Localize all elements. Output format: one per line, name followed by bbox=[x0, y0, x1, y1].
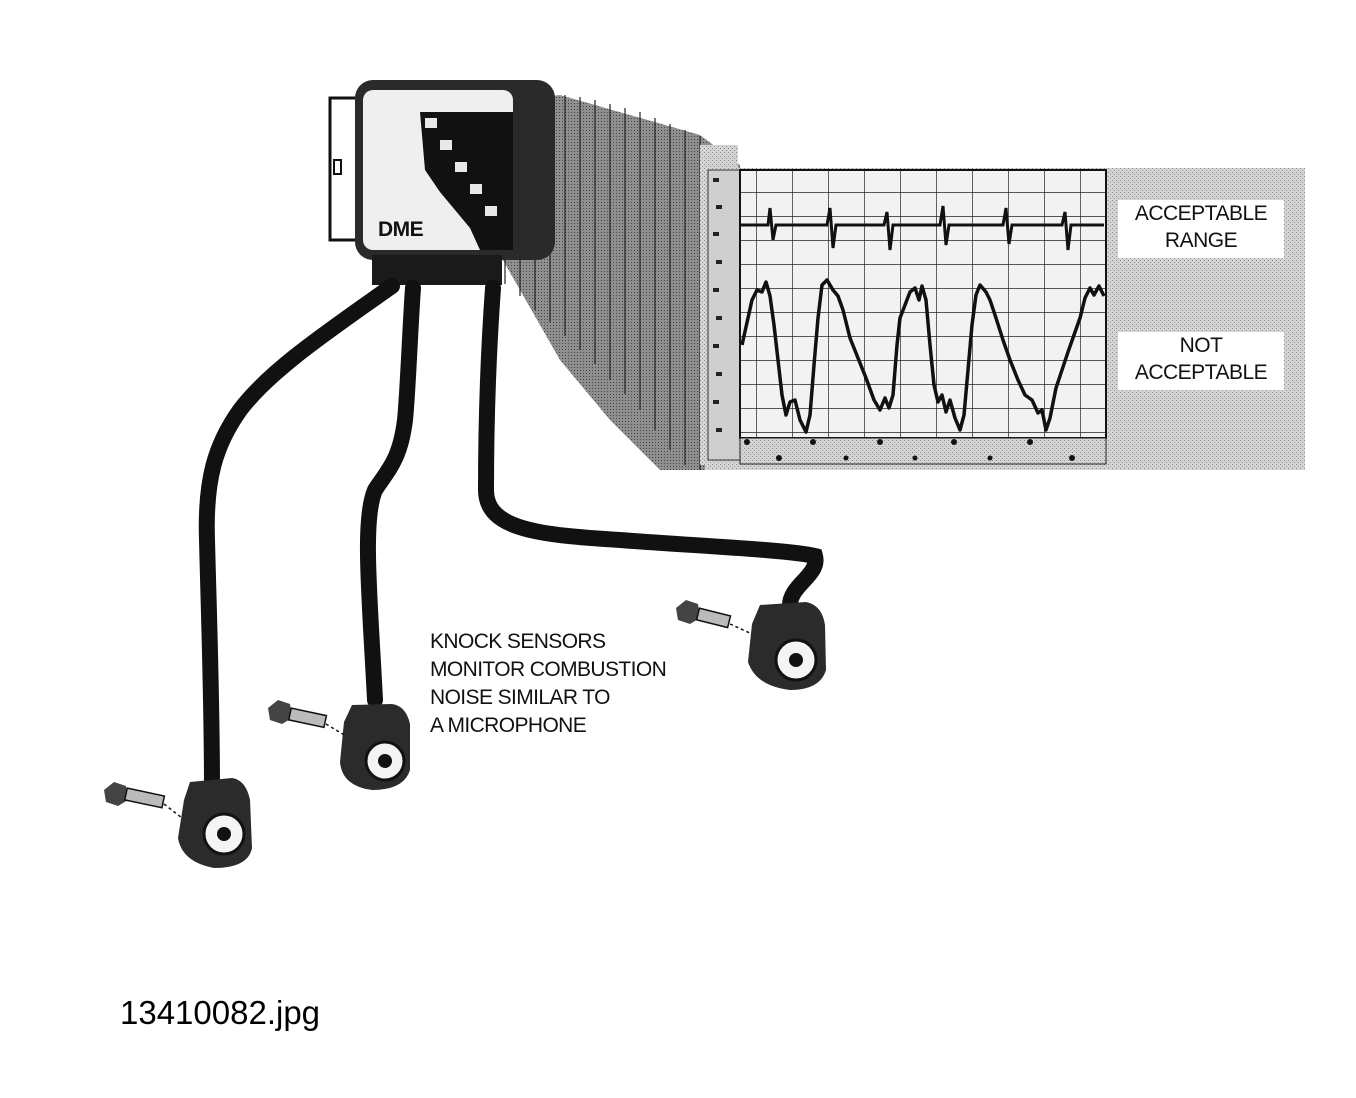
knock-sensor-caption: KNOCK SENSORS MONITOR COMBUSTION NOISE S… bbox=[430, 630, 667, 737]
knock-sensor-icon bbox=[178, 778, 252, 868]
bolt-icon bbox=[676, 600, 753, 635]
not-acceptable-label: NOT ACCEPTABLE bbox=[1118, 332, 1284, 390]
dme-module-icon bbox=[328, 80, 555, 285]
bolt-icon bbox=[268, 700, 347, 737]
file-name: 13410082.jpg bbox=[120, 994, 321, 1031]
knock-sensor-icon bbox=[748, 602, 826, 690]
knock-sensor-icon bbox=[340, 704, 410, 790]
oscilloscope-screen-icon bbox=[700, 145, 1305, 470]
sensor-cables bbox=[198, 278, 824, 798]
bolt-icon bbox=[104, 782, 183, 819]
acceptable-range-label: ACCEPTABLE RANGE bbox=[1118, 200, 1284, 258]
dme-label: DME bbox=[378, 218, 424, 241]
